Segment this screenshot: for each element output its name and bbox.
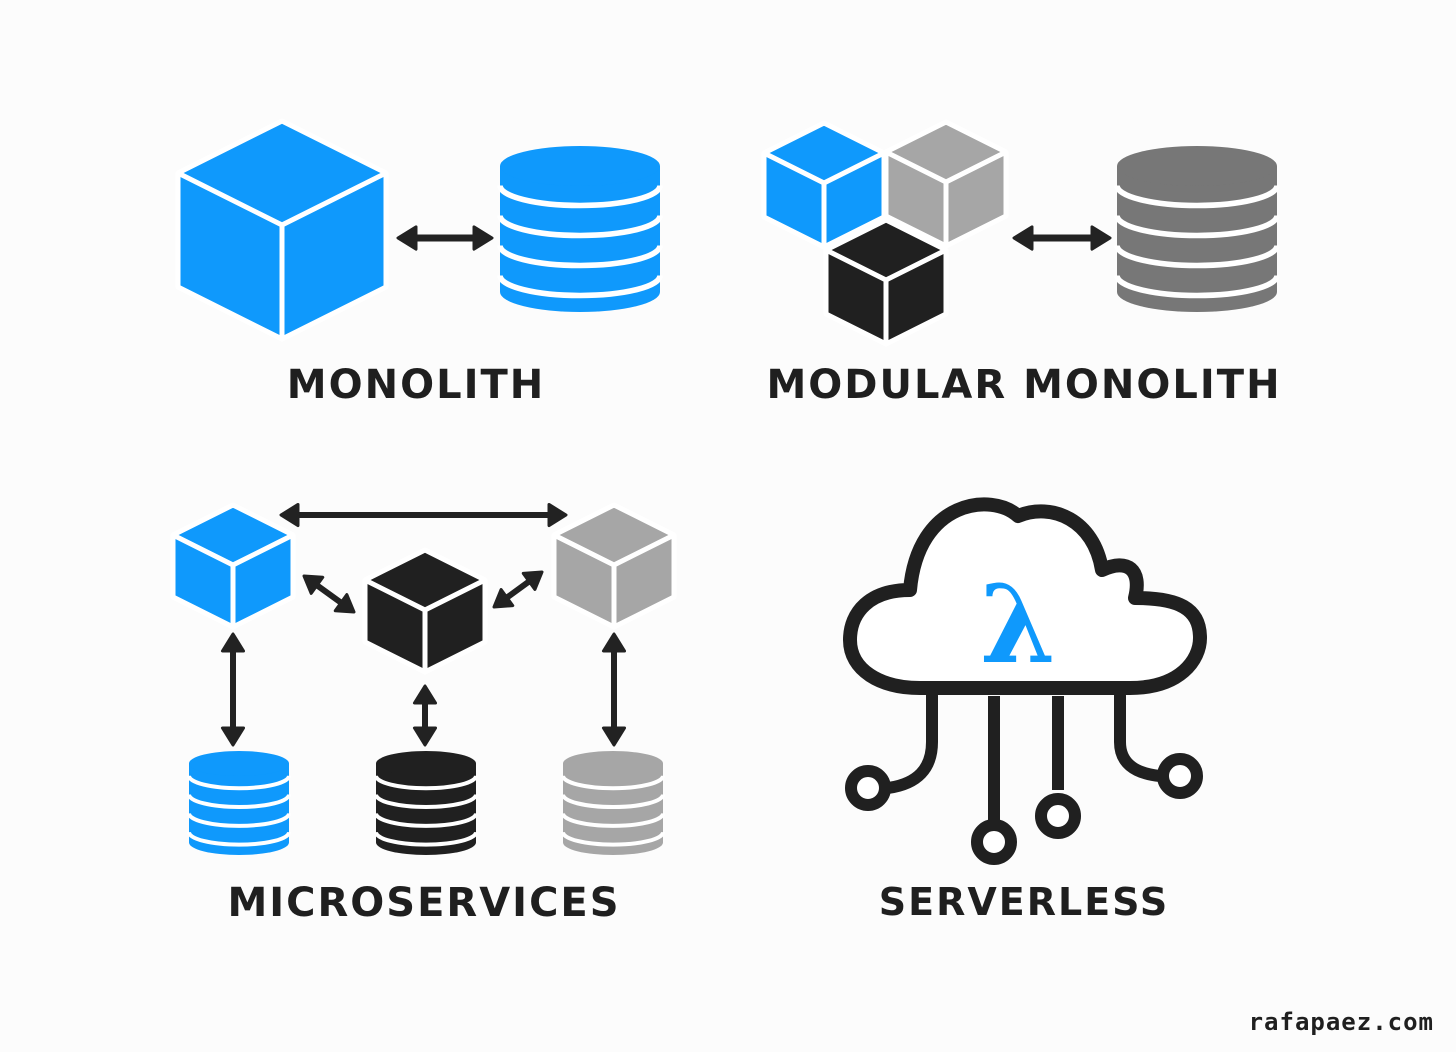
label-serverless: SERVERLESS — [878, 880, 1170, 924]
micro-black-vertical-double-arrow-icon — [412, 684, 438, 747]
monolith-double-arrow-icon — [396, 225, 494, 251]
label-monolith: MONOLITH — [286, 362, 546, 408]
lambda-icon: λ — [980, 562, 1056, 688]
micro-right-diag-double-arrow-icon — [492, 570, 544, 609]
micro-gray-cube-icon — [551, 502, 677, 630]
watermark: rafapaez.com — [1248, 1008, 1434, 1036]
modular-double-arrow-icon — [1012, 225, 1112, 251]
micro-black-cube-icon — [362, 547, 488, 675]
modular-gray-cube-icon — [883, 119, 1009, 249]
micro-top-double-arrow-icon — [279, 502, 568, 528]
modular-database-icon — [1114, 146, 1280, 312]
monolith-cube-icon — [175, 118, 389, 342]
circuit-icon — [845, 690, 1203, 865]
micro-black-database-icon — [374, 751, 478, 855]
modular-black-cube-icon — [823, 217, 949, 347]
label-microservices: MICROSERVICES — [227, 880, 621, 926]
label-modular-monolith: MODULAR MONOLITH — [766, 362, 1282, 408]
monolith-database-icon — [497, 146, 663, 312]
micro-gray-vertical-double-arrow-icon — [601, 632, 627, 747]
micro-blue-vertical-double-arrow-icon — [220, 632, 246, 747]
serverless-cloud-icon: λ — [843, 497, 1207, 865]
micro-blue-database-icon — [187, 751, 291, 855]
micro-gray-database-icon — [561, 751, 665, 855]
micro-blue-cube-icon — [170, 502, 296, 630]
micro-left-diag-double-arrow-icon — [302, 574, 356, 614]
